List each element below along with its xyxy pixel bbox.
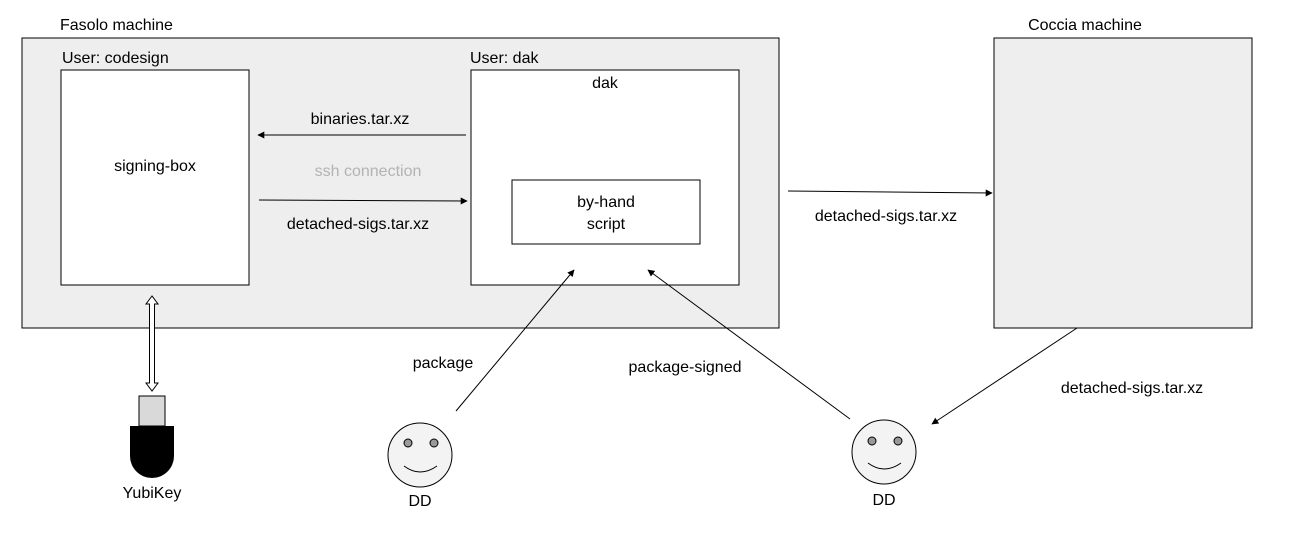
yubikey-link-arrow — [145, 295, 159, 392]
package-signed-arrow — [647, 269, 851, 420]
dak-user-label: User: dak — [470, 50, 539, 67]
codesign-user-label: User: codesign — [62, 50, 169, 67]
package-arrow — [455, 269, 575, 412]
signing-box — [60, 69, 250, 286]
by-hand-script-line-2: script — [587, 216, 626, 233]
dd-right-face-icon — [851, 419, 917, 485]
coccia-machine — [993, 37, 1253, 329]
detached-sigs-to-dak-arrow — [258, 197, 468, 205]
dd-right-label: DD — [872, 492, 895, 509]
by-hand-script-box — [511, 179, 701, 245]
dd-left-face-icon — [387, 422, 453, 488]
detached-sigs-to-coccia-arrow — [787, 189, 993, 197]
yubikey-label: YubiKey — [123, 485, 182, 502]
dd-left-label: DD — [408, 493, 431, 510]
coccia-machine-label: Coccia machine — [1028, 17, 1142, 34]
detached-sigs-to-dd-label: detached-sigs.tar.xz — [1061, 380, 1203, 397]
fasolo-machine-label: Fasolo machine — [60, 17, 173, 34]
usb-key-icon — [130, 395, 174, 478]
package-label: package — [413, 355, 474, 372]
package-signed-label: package-signed — [629, 359, 742, 376]
dak-box — [470, 69, 740, 286]
detached-sigs-to-coccia-label: detached-sigs.tar.xz — [815, 208, 957, 225]
dak-box-label: dak — [592, 75, 619, 92]
signing-box-label: signing-box — [114, 158, 196, 175]
binaries-label: binaries.tar.xz — [311, 111, 410, 128]
detached-sigs-to-dd-arrow — [931, 327, 1078, 425]
detached-sigs-to-dak-label: detached-sigs.tar.xz — [287, 216, 429, 233]
by-hand-script-line-1: by-hand — [577, 194, 635, 211]
ssh-connection-label: ssh connection — [315, 163, 422, 180]
